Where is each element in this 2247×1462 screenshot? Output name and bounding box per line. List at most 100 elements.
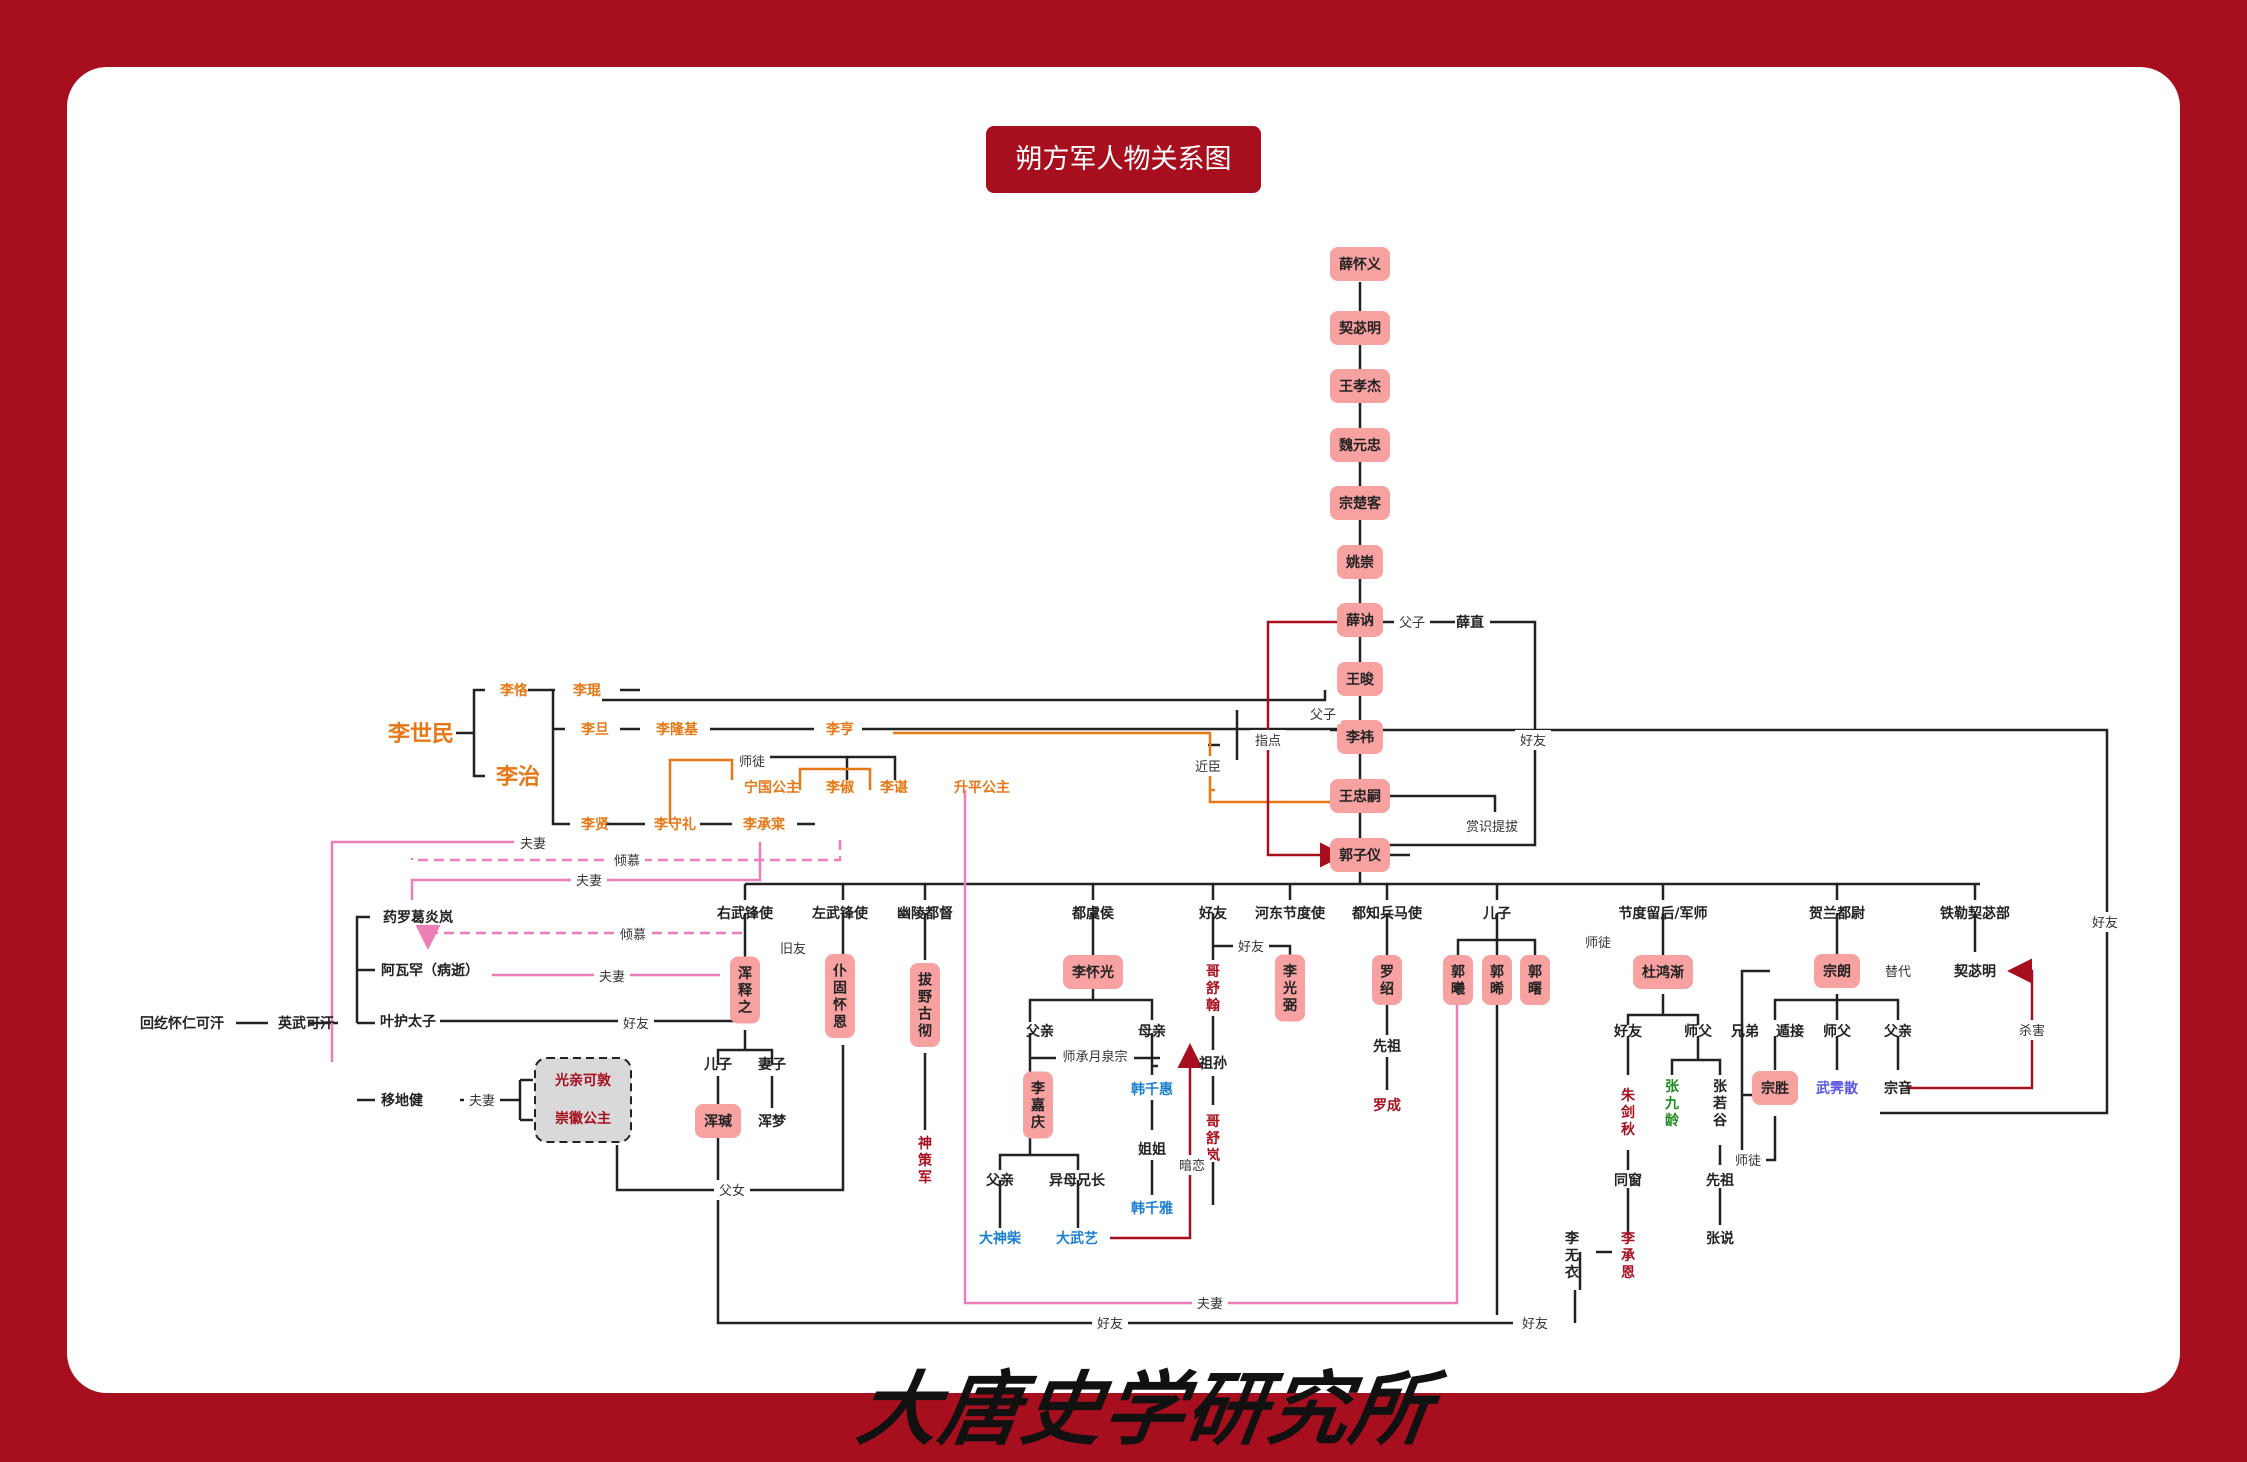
svg-text:嘉: 嘉 — [1030, 1097, 1045, 1114]
node-box — [1372, 955, 1402, 1005]
svg-text:异母兄长: 异母兄长 — [1049, 1172, 1106, 1189]
node-xuehuaiyi: 薛怀义 — [1330, 247, 1390, 281]
svg-text:儿子: 儿子 — [703, 1057, 732, 1073]
svg-text:好友: 好友 — [1613, 1023, 1642, 1040]
svg-text:郭: 郭 — [1490, 964, 1504, 981]
node-lichengcai: 李承寀 — [742, 816, 785, 833]
edge-label-haoyou_e: 好友 — [2092, 915, 2118, 931]
node-erzi_l: 儿子 — [703, 1057, 732, 1073]
node-qibiming_top: 契苾明 — [1330, 311, 1390, 345]
node-shifu1: 师父 — [1684, 1023, 1713, 1040]
svg-text:秋: 秋 — [1621, 1121, 1636, 1138]
node-geshuhan: 哥舒翰 — [1206, 964, 1220, 1014]
node-luocheng: 罗成 — [1373, 1097, 1401, 1114]
node-jiedu: 节度留后/军师 — [1618, 905, 1707, 922]
node-box — [1275, 954, 1305, 1022]
svg-text:郭: 郭 — [1451, 964, 1465, 981]
svg-text:先祖: 先祖 — [1706, 1172, 1734, 1189]
svg-text:英武可汗: 英武可汗 — [277, 1015, 334, 1032]
edge-label-fuzi2: 父子 — [1310, 708, 1336, 723]
svg-text:晞: 晞 — [1490, 981, 1504, 998]
svg-text:李守礼: 李守礼 — [653, 816, 696, 833]
node-lishuo: 李俶 — [825, 779, 855, 796]
node-yehu: 叶护太子 — [380, 1013, 436, 1030]
svg-text:曙: 曙 — [1528, 982, 1542, 998]
node-lichengen: 李承恩 — [1620, 1230, 1636, 1281]
svg-text:舒: 舒 — [1206, 980, 1220, 997]
svg-text:李亨: 李亨 — [825, 721, 854, 738]
svg-text:绍: 绍 — [1380, 981, 1394, 998]
node-box — [1443, 955, 1473, 1005]
node-lilongji: 李隆基 — [655, 721, 699, 738]
svg-text:妻子: 妻子 — [758, 1056, 786, 1073]
edge-label-anlian: 暗恋 — [1179, 1158, 1205, 1174]
edge-label-bg — [1394, 612, 1430, 632]
svg-text:节度留后/军师: 节度留后/军师 — [1618, 905, 1707, 922]
node-zhangyue: 张说 — [1706, 1230, 1734, 1247]
edge-label-bg — [1174, 1155, 1210, 1175]
svg-text:舒: 舒 — [1206, 1130, 1220, 1147]
svg-text:升平公主: 升平公主 — [954, 779, 1010, 796]
edge-label-bg — [2087, 912, 2123, 932]
edge-label-bg — [1190, 756, 1226, 776]
svg-text:河东节度使: 河东节度使 — [1255, 905, 1326, 922]
edge-label-bg — [1580, 932, 1616, 952]
edge-label-bg — [615, 924, 651, 944]
node-box — [695, 1104, 741, 1138]
edge-label-haoyou_d: 好友 — [1522, 1316, 1548, 1332]
node-muqin: 母亲 — [1138, 1023, 1166, 1040]
node-dawuyi: 大武艺 — [1056, 1230, 1098, 1247]
edge-label-bg — [464, 1090, 500, 1110]
node-tieqin: 铁勒契苾部 — [1940, 905, 2010, 922]
edge-label-shitu3: 师徒 — [1735, 1154, 1761, 1169]
svg-text:遁接: 遁接 — [1776, 1023, 1804, 1040]
svg-text:九: 九 — [1664, 1096, 1679, 1112]
svg-text:野: 野 — [918, 990, 932, 1006]
node-box — [1023, 1071, 1053, 1139]
svg-text:翰: 翰 — [1206, 997, 1220, 1014]
edge-label-jinchen: 近臣 — [1195, 760, 1221, 775]
svg-text:魏元忠: 魏元忠 — [1338, 437, 1381, 454]
edge-label-bg — [1233, 936, 1269, 956]
edge-label-fuqi5: 夫妻 — [1197, 1297, 1223, 1312]
node-lizhi: 李治 — [495, 764, 540, 790]
node-lidan: 李旦 — [580, 721, 609, 738]
node-box — [1482, 955, 1512, 1005]
node-xuezhi: 薛直 — [1456, 614, 1484, 631]
svg-text:父亲: 父亲 — [985, 1172, 1014, 1189]
node-box — [1330, 369, 1390, 403]
footer-logo: 大唐史学研究所 — [852, 1362, 1440, 1456]
node-hunjian: 浑瑊 — [695, 1104, 741, 1138]
node-wangjun: 王晙 — [1337, 662, 1383, 696]
node-yingwu: 英武可汗 — [277, 1015, 334, 1032]
svg-text:张: 张 — [1713, 1079, 1728, 1095]
node-helan: 贺兰都尉 — [1808, 905, 1865, 922]
node-box — [1337, 545, 1383, 579]
svg-text:李旦: 李旦 — [580, 721, 609, 738]
svg-text:郭: 郭 — [1528, 964, 1542, 981]
node-shifu2: 师父 — [1823, 1023, 1852, 1040]
svg-text:武霁散: 武霁散 — [1816, 1080, 1859, 1097]
node-damuchai: 大神柴 — [979, 1230, 1022, 1247]
svg-text:郭子仪: 郭子仪 — [1339, 847, 1382, 864]
svg-text:父亲: 父亲 — [1025, 1023, 1054, 1040]
node-xuene: 薛讷 — [1337, 603, 1383, 637]
svg-text:大武艺: 大武艺 — [1056, 1230, 1098, 1247]
svg-text:都虞侯: 都虞侯 — [1071, 905, 1115, 922]
node-guoziyi: 郭子仪 — [1330, 838, 1390, 872]
svg-text:之: 之 — [738, 999, 752, 1016]
svg-text:李隆基: 李隆基 — [655, 721, 699, 738]
svg-text:儿子: 儿子 — [1482, 906, 1511, 922]
node-liguangbi: 李光弼 — [1275, 954, 1305, 1022]
svg-text:朱: 朱 — [1621, 1087, 1636, 1104]
node-qizi: 妻子 — [758, 1056, 786, 1073]
svg-text:罗成: 罗成 — [1373, 1097, 1401, 1114]
node-guoxi: 郭曦 — [1443, 955, 1473, 1005]
svg-text:李琨: 李琨 — [572, 682, 601, 699]
edge-label-bg — [734, 751, 770, 771]
svg-text:李谌: 李谌 — [879, 779, 908, 796]
svg-text:若: 若 — [1712, 1095, 1727, 1112]
node-haoyou2: 好友 — [1613, 1023, 1642, 1040]
svg-text:王孝杰: 王孝杰 — [1339, 378, 1381, 395]
svg-text:庆: 庆 — [1031, 1114, 1045, 1131]
